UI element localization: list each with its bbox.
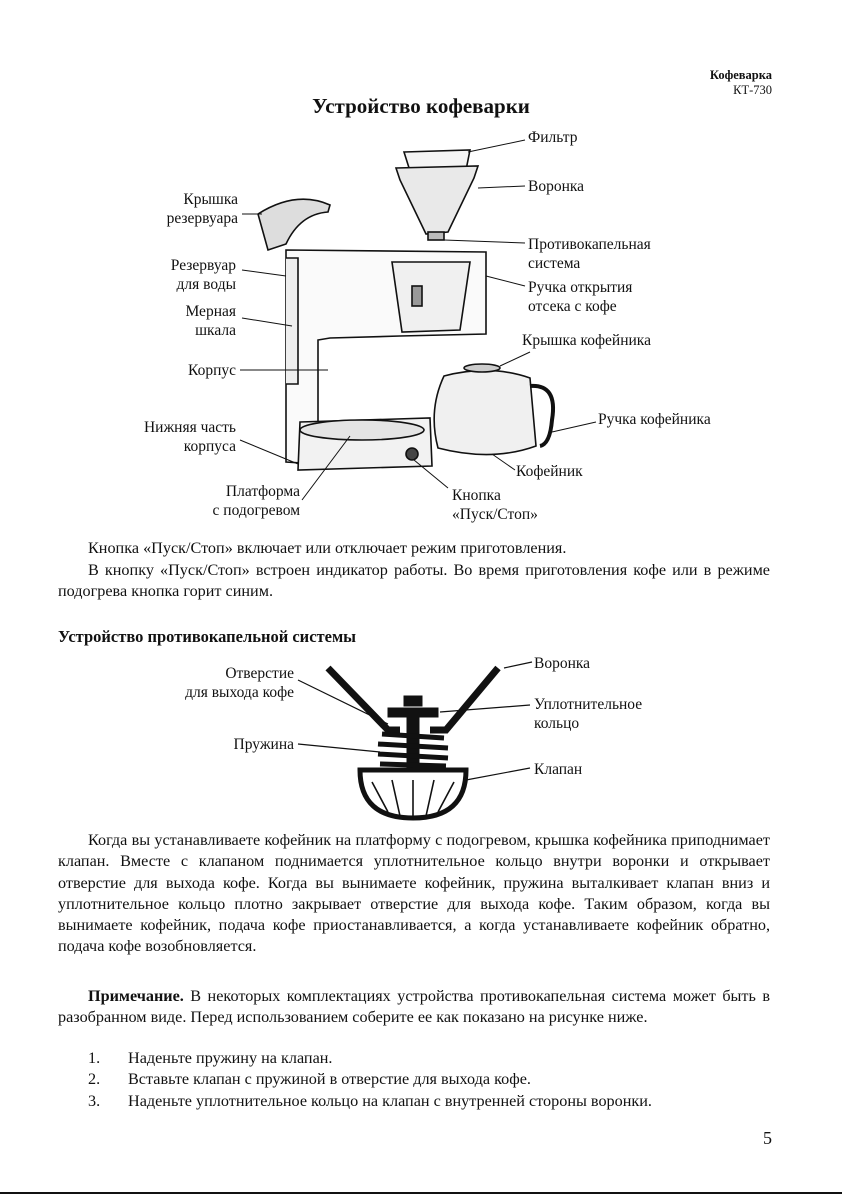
label-pot-handle: Ручка кофейника (598, 411, 711, 428)
platform-illustration (297, 417, 433, 471)
list-item: 1.Наденьте пружину на клапан. (88, 1049, 333, 1067)
header-model: КТ-730 (733, 83, 772, 97)
filter-illustration (402, 149, 471, 172)
label-measuring-scale: Мерная шкала (185, 303, 236, 339)
label-coffee-outlet: Отверстие для выхода кофе (185, 665, 294, 701)
label-filter: Фильтр (528, 129, 578, 146)
label-reservoir-lid: Крышка резервуара (166, 191, 238, 227)
body-illustration (285, 249, 487, 465)
paragraph-indicator: В кнопку «Пуск/Стоп» встроен индикатор р… (58, 561, 770, 601)
header-product: Кофеварка (709, 68, 772, 82)
label-spring: Пружина (233, 736, 294, 753)
coffee-pot-illustration (433, 369, 537, 456)
list-item: 3.Наденьте уплотнительное кольцо на клап… (88, 1091, 652, 1110)
label-sealing-ring: Уплотнительное кольцо (534, 696, 643, 732)
label-antidrip: Противокапельная система (528, 236, 651, 272)
bottom-rule (0, 1192, 842, 1194)
running-header: Кофеварка КТ-730 (710, 68, 772, 98)
note-label: Примечание. (88, 987, 184, 1005)
label-funnel: Воронка (528, 178, 585, 195)
list-item: 2.Вставьте клапан с пружиной в отверстие… (88, 1070, 531, 1089)
label-pot: Кофейник (516, 463, 583, 480)
label-lower-body: Нижняя часть корпуса (143, 419, 236, 455)
label-water-reservoir: Резервуар для воды (170, 257, 236, 293)
label-body: Корпус (188, 362, 236, 379)
page-number: 5 (763, 1128, 772, 1148)
paragraph-antidrip-operation: Когда вы устанавливаете кофейник на плат… (58, 831, 770, 956)
reservoir-lid-illustration (257, 198, 331, 252)
funnel-illustration (394, 165, 480, 235)
note-text: В некоторых комплектациях устройства про… (58, 987, 770, 1027)
section-title-antidrip: Устройство противокапельной системы (58, 627, 357, 646)
page-title: Устройство кофеварки (312, 94, 530, 118)
note-paragraph: Примечание. В некоторых комплектациях ус… (58, 986, 770, 1029)
label-compartment-handle: Ручка открытия отсека с кофе (528, 279, 633, 315)
label-heating-platform: Платформа с подогревом (212, 483, 300, 519)
assembly-steps: 1.Наденьте пружину на клапан. 2.Вставьте… (88, 1048, 652, 1112)
label-start-stop-button: Кнопка «Пуск/Стоп» (452, 487, 538, 523)
label-pot-lid: Крышка кофейника (522, 332, 651, 349)
paragraph-start-stop: Кнопка «Пуск/Стоп» включает или отключае… (88, 539, 567, 557)
label-funnel-2: Воронка (534, 655, 591, 672)
label-valve: Клапан (534, 761, 583, 778)
